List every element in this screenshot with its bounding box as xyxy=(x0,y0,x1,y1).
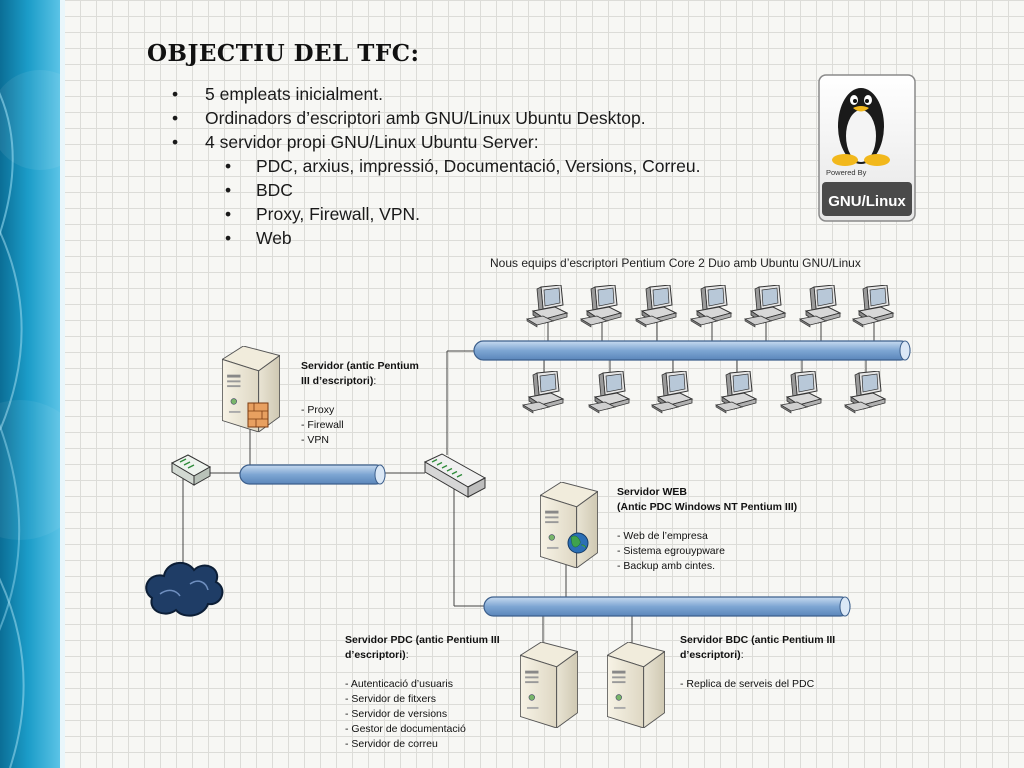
bullet-marker: • xyxy=(172,84,179,104)
slide-title: OBJECTIU DEL TFC: xyxy=(147,40,420,67)
desktop-pc-icon xyxy=(588,371,630,414)
label-title: Servidor (antic Pentium xyxy=(301,360,419,372)
bdc-server-label: Servidor BDC (antic Pentium III d’escrip… xyxy=(680,633,835,692)
label-item: - Proxy xyxy=(301,404,335,417)
label-title: Servidor PDC (antic Pentium III xyxy=(345,634,500,646)
label-item: - Servidor de correu xyxy=(345,737,438,750)
bullet-text: Ordinadors d’escriptori amb GNU/Linux Ub… xyxy=(205,108,646,128)
label-item: - Servidor de versions xyxy=(345,707,448,720)
bullet-marker: • xyxy=(225,156,232,176)
sidebar-edge xyxy=(60,0,65,768)
sub-bullet-text: BDC xyxy=(256,180,293,200)
gnu-linux-text: GNU/Linux xyxy=(828,193,906,210)
pdc-server-label: Servidor PDC (antic Pentium III d’escrip… xyxy=(345,633,500,751)
sub-bullet-text: Web xyxy=(256,228,292,248)
bullet-marker: • xyxy=(225,180,232,200)
sub-bullet-text: Proxy, Firewall, VPN. xyxy=(256,204,421,224)
label-item: - Servidor de fitxers xyxy=(345,693,437,706)
proxy-firewall-server-icon xyxy=(222,346,280,432)
sub-bullet-text: PDC, arxius, impressió, Documentació, Ve… xyxy=(256,156,701,176)
desktop-pc-icon xyxy=(651,371,693,414)
bullet-marker: • xyxy=(172,108,179,128)
label-item: - Replica de serveis del PDC xyxy=(680,678,815,691)
label-item: - VPN xyxy=(301,433,330,446)
web-server-label: Servidor WEB (Antic PDC Windows NT Penti… xyxy=(617,485,797,574)
label-item: - Web de l’empresa xyxy=(617,530,708,543)
lan-bus-desktops xyxy=(473,340,911,361)
bullet-marker: • xyxy=(225,228,232,248)
pdc-server-icon xyxy=(520,642,578,728)
desktop-pc-icon xyxy=(635,285,677,328)
label-colon: : xyxy=(373,374,377,387)
tux-penguin-icon xyxy=(832,88,890,166)
label-title: Servidor BDC (antic Pentium III xyxy=(680,634,836,646)
desktop-pc-icon xyxy=(780,371,822,414)
proxy-server-label: Servidor (antic Pentium III d’escriptori… xyxy=(301,359,419,448)
label-title: III d’escriptori) xyxy=(301,374,374,387)
bullet-marker: • xyxy=(225,204,232,224)
label-title: Servidor WEB xyxy=(617,486,688,498)
lan-bus-servers xyxy=(483,596,851,617)
desktop-pc-icon xyxy=(715,371,757,414)
desktops-caption: Nous equips d’escriptori Pentium Core 2 … xyxy=(490,256,861,270)
label-item: - Sistema egrouypware xyxy=(617,545,725,558)
bdc-server-icon xyxy=(607,642,665,728)
label-item: - Backup amb cintes. xyxy=(617,559,716,572)
bullet-text: 5 empleats inicialment. xyxy=(205,84,383,104)
desktop-pc-icon xyxy=(852,285,894,328)
desktop-pc-icon xyxy=(799,285,841,328)
label-title: d’escriptori) xyxy=(345,648,406,661)
sidebar-swirl-decoration xyxy=(0,70,62,768)
desktop-pc-icon xyxy=(744,285,786,328)
label-colon: : xyxy=(740,648,744,661)
label-item: - Gestor de documentació xyxy=(345,722,466,735)
gnu-linux-logo: Powered By GNU/Linux xyxy=(818,74,916,222)
network-switch-icon xyxy=(423,453,487,498)
label-title: (Antic PDC Windows NT Pentium III) xyxy=(617,500,798,513)
bullet-text: 4 servidor propi GNU/Linux Ubuntu Server… xyxy=(205,132,539,152)
label-item: - Firewall xyxy=(301,419,344,432)
desktop-pc-icon xyxy=(580,285,622,328)
label-item: - Autenticació d’usuaris xyxy=(345,678,453,691)
powered-by-text: Powered By xyxy=(826,168,867,177)
web-server-icon xyxy=(540,482,598,568)
bullet-marker: • xyxy=(172,132,179,152)
router-icon xyxy=(170,454,212,486)
decorative-sidebar xyxy=(0,0,62,768)
lan-bus-dmz xyxy=(239,464,386,485)
desktop-pc-icon xyxy=(526,285,568,328)
label-colon: : xyxy=(405,648,409,661)
label-title: d’escriptori) xyxy=(680,648,741,661)
desktop-pc-icon xyxy=(844,371,886,414)
desktop-pc-icon xyxy=(522,371,564,414)
desktop-pc-icon xyxy=(690,285,732,328)
internet-cloud-icon xyxy=(145,561,224,617)
